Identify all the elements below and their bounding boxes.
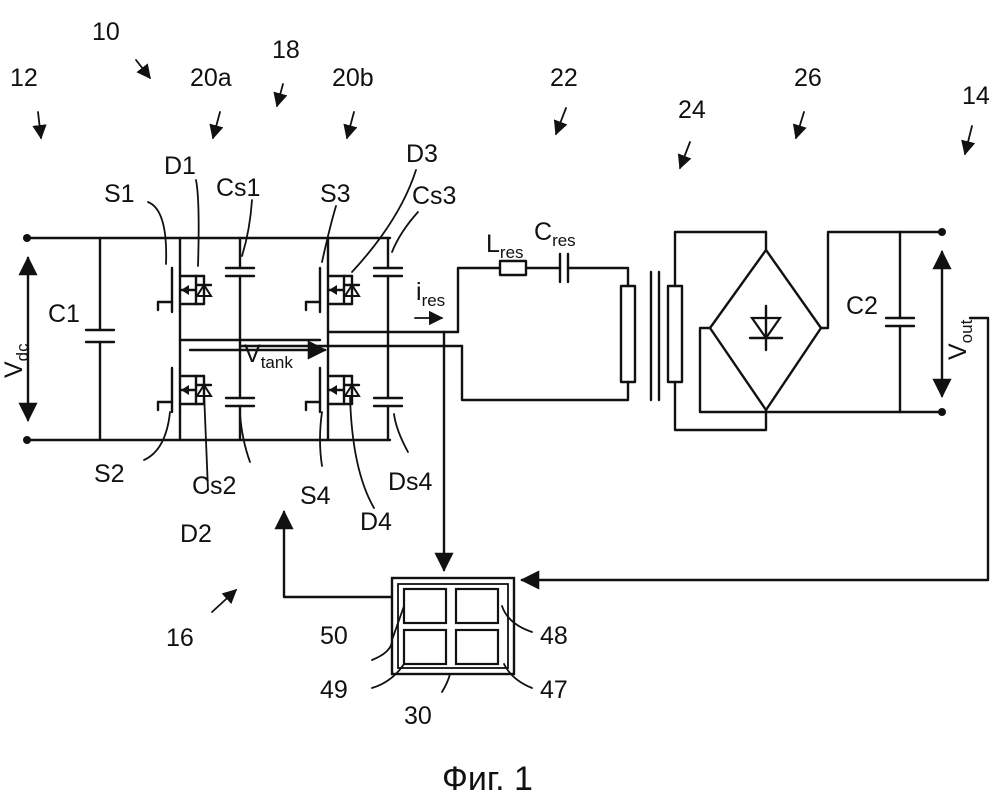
ref-49: 49 — [320, 676, 348, 704]
block-47 — [456, 630, 498, 664]
label-ires: ires — [416, 278, 445, 310]
ref-50: 50 — [320, 622, 348, 650]
block-49 — [404, 630, 446, 664]
label-cres: Cres — [534, 218, 576, 250]
ref-47: 47 — [540, 676, 568, 704]
figure-caption: Фиг. 1 — [442, 760, 533, 798]
label-ds4: Ds4 — [388, 468, 433, 496]
label-s3: S3 — [320, 180, 351, 208]
label-vout: Vout — [944, 319, 976, 360]
label-lres: Lres — [486, 230, 524, 262]
transformer-primary — [621, 286, 635, 382]
label-c1: C1 — [48, 300, 80, 328]
label-s1: S1 — [104, 180, 135, 208]
label-s4: S4 — [300, 482, 331, 510]
output-terminal-top — [938, 228, 946, 236]
label-cs1: Cs1 — [216, 174, 260, 202]
ref-10: 10 — [92, 18, 120, 46]
voltage-feedback-line — [522, 318, 988, 580]
ref-16: 16 — [166, 624, 194, 652]
label-cs2: Cs2 — [192, 472, 236, 500]
output-terminal-bottom — [938, 408, 946, 416]
label-cs3: Cs3 — [412, 182, 456, 210]
ref-24: 24 — [678, 96, 706, 124]
s3-mosfet — [306, 268, 359, 312]
ref-14: 14 — [962, 82, 990, 110]
ref-20b: 20b — [332, 64, 374, 92]
ref-30: 30 — [404, 702, 432, 730]
label-d3: D3 — [406, 140, 438, 168]
transformer-secondary — [668, 286, 682, 382]
ref-22: 22 — [550, 64, 578, 92]
s2-mosfet — [158, 368, 211, 412]
transformer-24 — [651, 272, 682, 400]
ref-18: 18 — [272, 36, 300, 64]
label-d1: D1 — [164, 152, 196, 180]
label-s2: S2 — [94, 460, 125, 488]
lres-inductor — [500, 261, 526, 275]
label-c2: C2 — [846, 292, 878, 320]
label-d4: D4 — [360, 508, 392, 536]
ref-26: 26 — [794, 64, 822, 92]
s1-mosfet — [158, 268, 211, 312]
label-d2: D2 — [180, 520, 212, 548]
rectifier-26 — [675, 228, 946, 430]
half-bridge-20a — [158, 238, 320, 440]
resonant-tank-22 — [415, 254, 635, 400]
ref-20a: 20a — [190, 64, 232, 92]
label-vdc: Vdc — [0, 343, 32, 378]
controller-box — [392, 578, 514, 674]
block-50 — [404, 589, 446, 623]
block-48 — [456, 589, 498, 623]
ref-12: 12 — [10, 64, 38, 92]
ref-48: 48 — [540, 622, 568, 650]
